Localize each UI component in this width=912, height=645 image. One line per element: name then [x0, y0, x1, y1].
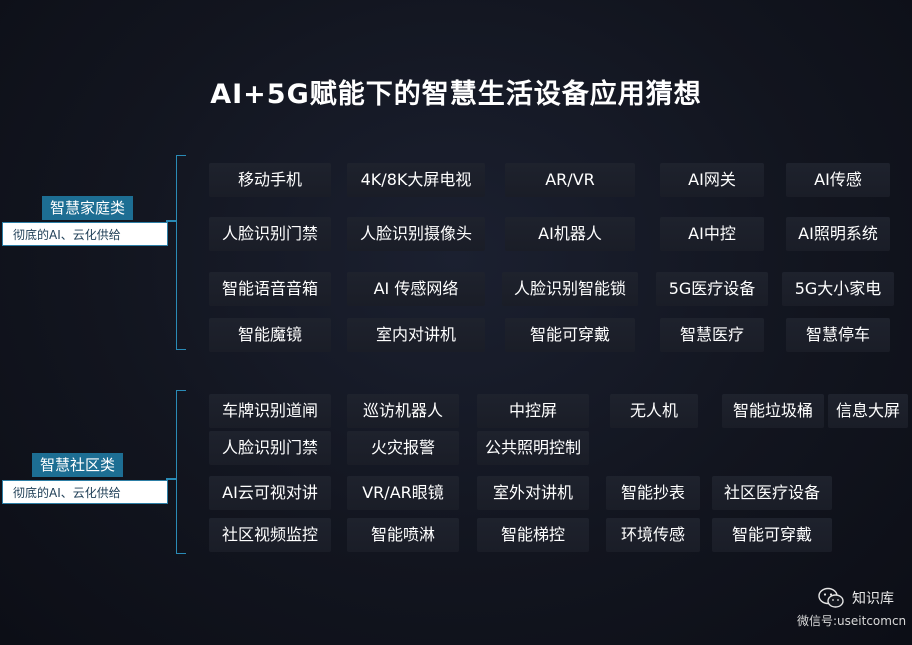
community-item: 巡访机器人 [347, 394, 459, 428]
community-category-bracket [176, 390, 186, 554]
community-item: 车牌识别道闸 [209, 394, 331, 428]
community-item: 智能垃圾桶 [722, 394, 824, 428]
home-item: AI网关 [660, 163, 764, 197]
community-item: VR/AR眼镜 [347, 476, 459, 510]
home-item: 室内对讲机 [347, 318, 485, 352]
watermark-name: 知识库 [852, 591, 894, 607]
home-item: 人脸识别门禁 [209, 217, 331, 251]
home-item: 人脸识别智能锁 [502, 272, 638, 306]
home-item: 智能语音音箱 [209, 272, 331, 306]
home-item: AI中控 [660, 217, 764, 251]
home-item: 5G大小家电 [782, 272, 894, 306]
community-item: 室外对讲机 [477, 476, 589, 510]
community-item: 社区医疗设备 [712, 476, 832, 510]
home-category-bracket [176, 155, 186, 350]
community-category-label: 智慧社区类 [32, 453, 124, 477]
community-item: 信息大屏 [828, 394, 908, 428]
community-category-subtitle: 彻底的AI、云化供给 [2, 480, 168, 504]
community-item: 社区视频监控 [209, 518, 331, 552]
home-item: AI传感 [786, 163, 890, 197]
home-item: 人脸识别摄像头 [347, 217, 485, 251]
watermark-id: 微信号:useitcomcn [797, 614, 907, 628]
community-item: 人脸识别门禁 [209, 431, 331, 465]
home-category-subtitle: 彻底的AI、云化供给 [2, 222, 168, 246]
home-item: AR/VR [505, 163, 635, 197]
home-bracket-tip [166, 220, 177, 222]
community-item: 智能喷淋 [347, 518, 459, 552]
home-item: AI机器人 [505, 217, 635, 251]
home-item: AI 传感网络 [347, 272, 485, 306]
home-item: 智慧停车 [786, 318, 890, 352]
wechat-icon [818, 587, 844, 608]
community-item: 中控屏 [477, 394, 589, 428]
community-item: 无人机 [610, 394, 698, 428]
community-item: AI云可视对讲 [209, 476, 331, 510]
community-item: 环境传感 [606, 518, 700, 552]
community-item: 智能可穿戴 [712, 518, 832, 552]
home-item: 智慧医疗 [660, 318, 764, 352]
home-category-label: 智慧家庭类 [42, 196, 134, 220]
home-item: AI照明系统 [786, 217, 890, 251]
home-item: 4K/8K大屏电视 [347, 163, 485, 197]
community-item: 火灾报警 [347, 431, 459, 465]
home-item: 移动手机 [209, 163, 331, 197]
home-item: 智能可穿戴 [505, 318, 635, 352]
community-item: 公共照明控制 [477, 431, 589, 465]
community-bracket-tip [166, 478, 177, 480]
community-item: 智能梯控 [477, 518, 589, 552]
home-item: 5G医疗设备 [656, 272, 768, 306]
home-item: 智能魔镜 [209, 318, 331, 352]
page-title: AI+5G赋能下的智慧生活设备应用猜想 [210, 79, 702, 110]
community-item: 智能抄表 [606, 476, 700, 510]
